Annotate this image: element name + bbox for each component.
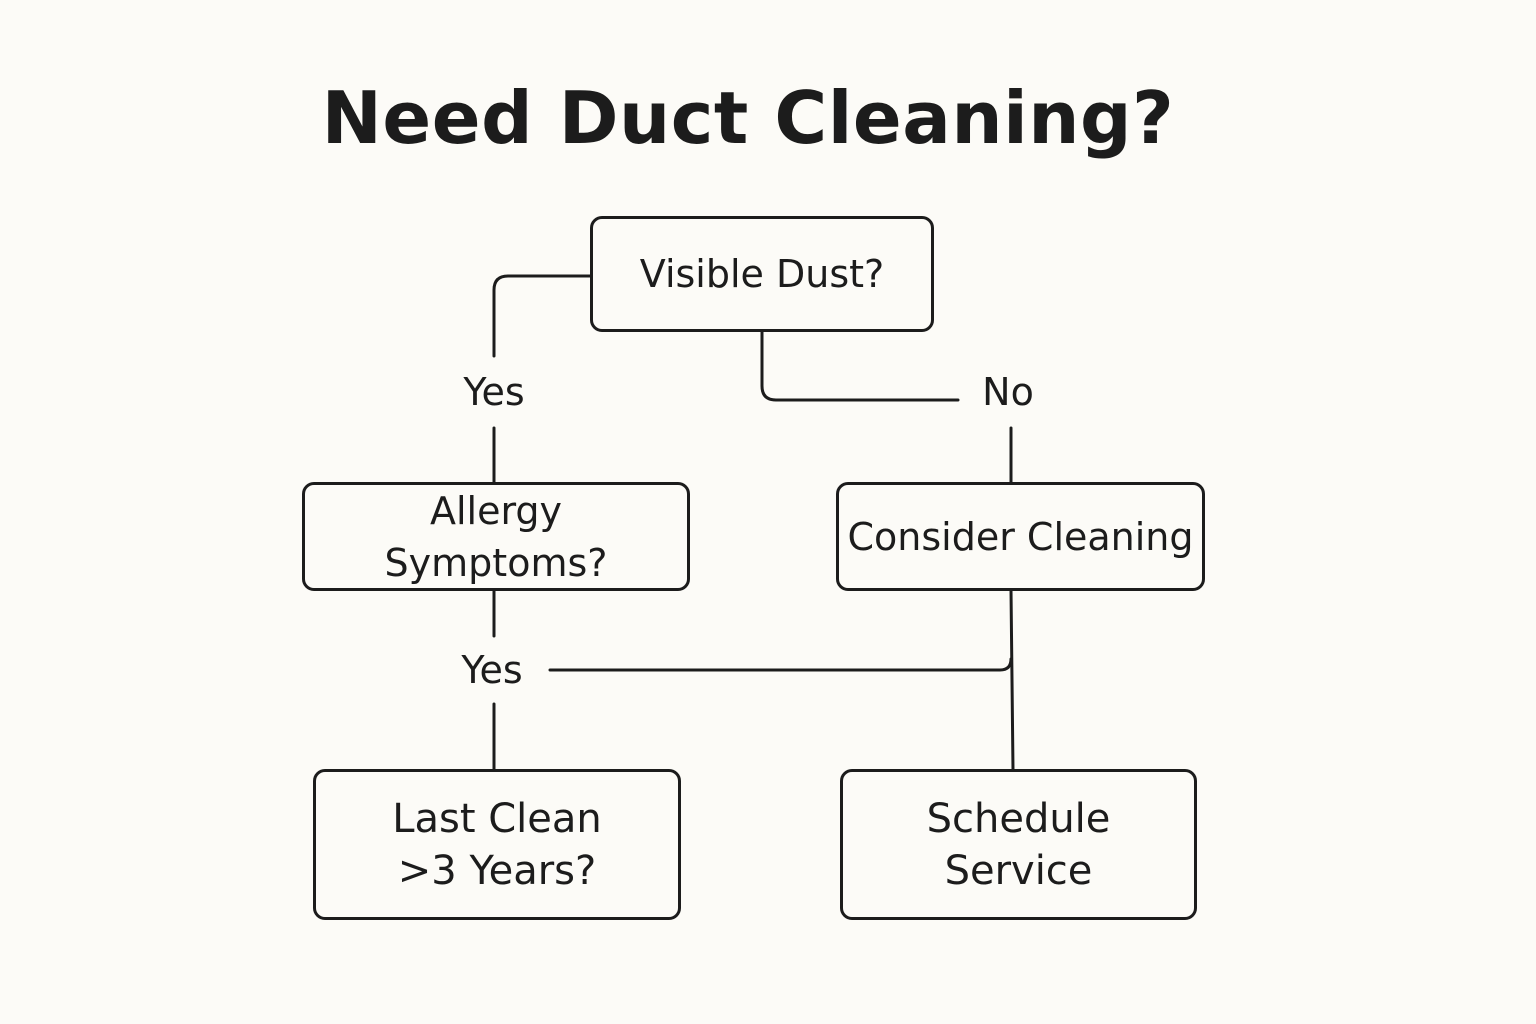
node-visible-dust: Visible Dust? [590, 216, 934, 332]
edge-label-dust-no: No [974, 370, 1042, 414]
edge-yes-to-trunk [548, 657, 1013, 672]
node-schedule-line2: Service [944, 847, 1093, 894]
edge-label-allergy-yes: Yes [452, 648, 532, 692]
diagram-title: Need Duct Cleaning? [321, 76, 1175, 160]
node-schedule-service-text: Schedule Service [927, 793, 1111, 897]
node-last-clean: Last Clean >3 Years? [313, 769, 681, 920]
node-consider-cleaning: Consider Cleaning [836, 482, 1205, 591]
node-schedule-line1: Schedule [926, 795, 1111, 842]
node-visible-dust-text: Visible Dust? [639, 252, 885, 296]
node-allergy-symptoms: Allergy Symptoms? [302, 482, 690, 591]
node-last-clean-line2: >3 Years? [397, 847, 597, 894]
edge-consider-to-schedule [1009, 588, 1015, 772]
node-schedule-service: Schedule Service [840, 769, 1197, 920]
edge-label-dust-yes: Yes [454, 370, 534, 414]
edge-dust-to-yes [492, 274, 592, 358]
node-allergy-symptoms-text: Allergy Symptoms? [384, 488, 608, 585]
node-last-clean-text: Last Clean >3 Years? [392, 793, 602, 897]
node-last-clean-line1: Last Clean [392, 795, 602, 842]
edge-dust-to-no [760, 328, 960, 402]
node-consider-cleaning-text: Consider Cleaning [847, 514, 1194, 559]
